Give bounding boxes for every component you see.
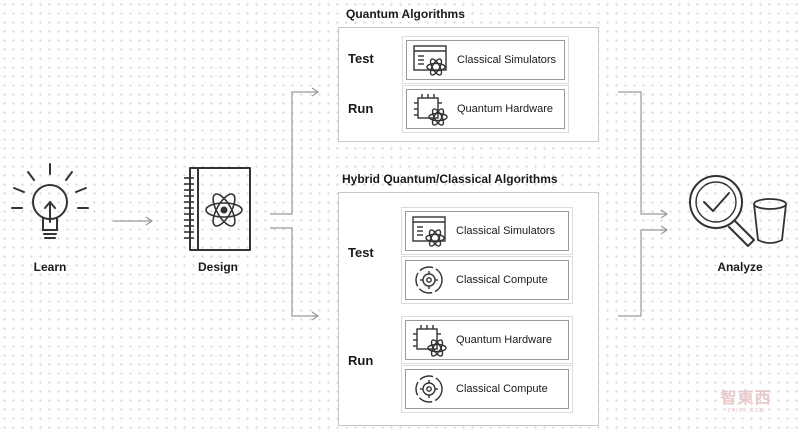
hybrid-test-label: Test xyxy=(348,245,374,260)
hybrid-run-label: Run xyxy=(348,353,374,368)
quantum-hardware-card: Quantum Hardware xyxy=(406,89,565,129)
gear-cycle-icon xyxy=(415,266,443,294)
quantum-classical-simulators-card: Classical Simulators xyxy=(406,40,565,80)
chip-atom-icon xyxy=(413,325,447,357)
analyze-stage: Analyze xyxy=(680,160,796,284)
learn-stage: Learn xyxy=(8,158,92,284)
magnifier-check-icon xyxy=(689,175,755,247)
learn-label: Learn xyxy=(33,260,67,274)
hybrid-classical-simulators-card: Classical Simulators xyxy=(405,211,569,251)
analyze-label: Analyze xyxy=(717,260,763,274)
card-label: Classical Simulators xyxy=(457,54,557,66)
watermark: 智東西 ZHIDX.COM xyxy=(698,384,794,414)
hybrid-classical-compute-card-2: Classical Compute xyxy=(405,369,569,409)
chip-atom-icon xyxy=(414,94,448,126)
hybrid-section-title: Hybrid Quantum/Classical Algorithms xyxy=(342,172,558,186)
hybrid-quantum-hardware-card: Quantum Hardware xyxy=(405,320,569,360)
bucket-icon xyxy=(753,198,787,244)
quantum-section-title: Quantum Algorithms xyxy=(346,7,465,21)
notebook-atom-icon xyxy=(184,167,251,251)
card-label: Classical Compute xyxy=(456,274,548,286)
watermark-text: 智東西 xyxy=(720,390,772,407)
simulator-atom-icon xyxy=(413,45,447,76)
simulator-atom-icon xyxy=(412,216,446,247)
hybrid-classical-compute-card-1: Classical Compute xyxy=(405,260,569,300)
lightbulb-icon xyxy=(11,163,89,239)
card-label: Quantum Hardware xyxy=(456,334,552,346)
hybrid-section: Test Run Classical Simulators Cl xyxy=(338,192,599,426)
quantum-section: Test Run Classical Simulators xyxy=(338,27,599,142)
design-stage: Design xyxy=(170,160,266,284)
gear-cycle-icon xyxy=(415,375,443,403)
quantum-run-label: Run xyxy=(348,101,374,116)
card-label: Classical Compute xyxy=(456,383,548,395)
quantum-test-label: Test xyxy=(348,51,374,66)
card-label: Quantum Hardware xyxy=(457,103,553,115)
card-label: Classical Simulators xyxy=(456,225,556,237)
watermark-subtext: ZHIDX.COM xyxy=(727,408,765,414)
design-label: Design xyxy=(197,260,238,274)
